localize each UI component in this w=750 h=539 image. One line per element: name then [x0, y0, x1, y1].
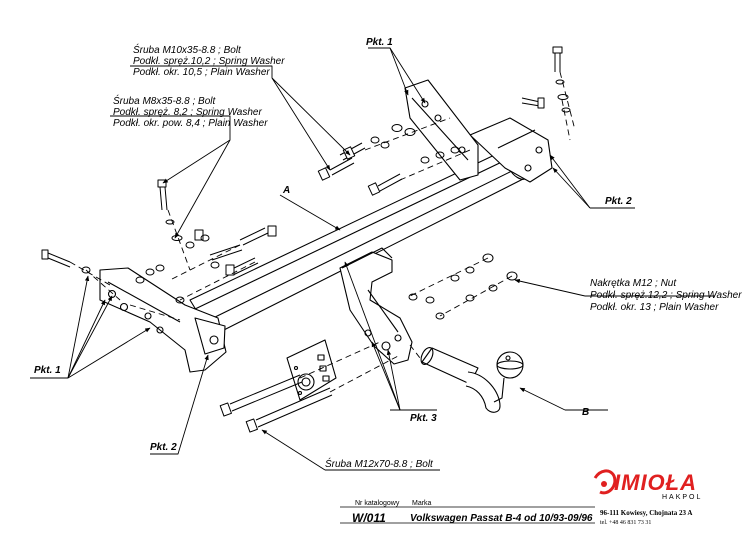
callout-m8-line-1: Śruba M8x35-8.8 ; Bolt: [113, 96, 216, 107]
catalog-label: Nr katalogowy: [355, 500, 400, 507]
label-b: B: [582, 407, 590, 418]
company-phone: tel. +48 46 831 73 31: [600, 520, 652, 526]
callout-m10-line-2: Podkł. spręż.10,2 ; Spring Washer: [133, 56, 285, 67]
vehicle-model: Volkswagen Passat B-4 od 10/93-09/96: [410, 513, 593, 524]
logo-mark: [593, 469, 617, 495]
label-pkt3: Pkt. 3: [410, 413, 437, 424]
socket-plate: [286, 339, 337, 401]
callout-m8-line-2: Podkł. spręż. 8,2 ; Spring Washer: [113, 107, 262, 118]
callout-m12-line-2: Podkł. spręż.12,2 ; Spring Washer: [590, 290, 742, 301]
label-pkt2-right: Pkt. 2: [605, 196, 632, 207]
bolts: [41, 46, 571, 433]
callout-m10-line-3: Podkł. okr. 10,5 ; Plain Washer: [133, 67, 270, 78]
left-side-plate: [99, 267, 227, 373]
brand-label: Marka: [412, 500, 432, 507]
company-logo-sub: HAKPOL: [662, 494, 703, 501]
callout-m12-bolt: Śruba M12x70-8.8 ; Bolt: [325, 459, 433, 470]
callout-m8-line-3: Podkł. okr. pow. 8,4 ; Plain Washer: [113, 118, 268, 129]
assembly-lines: [69, 71, 576, 393]
callout-m12-line-3: Podkł. okr. 13 ; Plain Washer: [590, 302, 719, 313]
company-address: 96-111 Kowiesy, Chojnata 23 A: [600, 509, 693, 517]
callout-m10-line-1: Śruba M10x35-8.8 ; Bolt: [133, 45, 241, 56]
label-pkt1-top: Pkt. 1: [366, 37, 393, 48]
center-bracket: [339, 247, 413, 365]
right-side-plate: [404, 79, 479, 181]
towball: [420, 347, 524, 413]
catalog-number: W/011: [352, 511, 386, 525]
company-logo: IMIOŁA: [614, 470, 697, 495]
label-a: A: [283, 185, 291, 196]
label-pkt1-left: Pkt. 1: [34, 365, 61, 376]
label-pkt2-left: Pkt. 2: [150, 442, 177, 453]
leader-lines: [30, 47, 715, 471]
right-bracket: [469, 117, 553, 183]
callout-m12-line-1: Nakrętka M12 ; Nut: [590, 278, 677, 289]
title-block-lines: [340, 506, 595, 524]
